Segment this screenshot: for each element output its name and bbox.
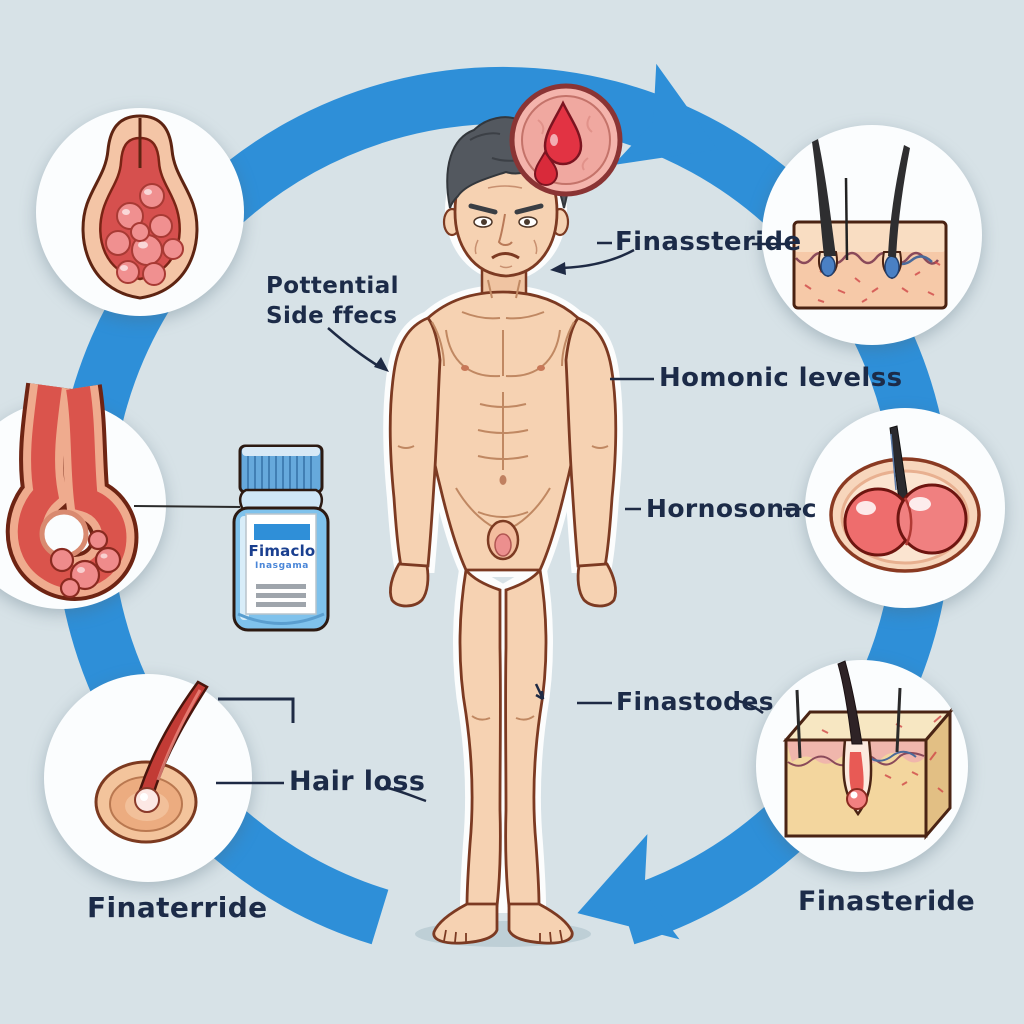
testicles-hair-bulb-icon	[829, 425, 981, 573]
elbow-bracket	[218, 697, 295, 723]
label-potential-line1: Pottential	[266, 273, 399, 299]
frown-mouth	[491, 252, 520, 260]
label-hormonosonac: Hornosonac	[646, 494, 817, 523]
arrow-potential	[327, 327, 381, 369]
leader-line-rectum	[133, 505, 241, 508]
arrow-finasteride-top	[561, 248, 635, 270]
rectum-hemorrhoids-cross-section-icon	[5, 382, 241, 601]
arrowhead-potential	[374, 357, 389, 372]
hair-follicle-icon	[94, 680, 209, 844]
label-hair-loss: Hair loss	[289, 766, 426, 797]
scalp-skin-hair-follicles-icon	[792, 139, 948, 310]
label-potential-side-effects: Pottential Side ffecs	[266, 271, 399, 332]
bottle-label-subtitle: Inasgama	[255, 561, 309, 571]
arrowhead-top-icon	[613, 63, 718, 165]
arrowhead-finasteride-top	[550, 262, 566, 275]
label-potential-line2: Side ffecs	[266, 303, 398, 330]
label-finasteride-bottom-left: Finaterride	[87, 891, 268, 924]
label-finastodes: Finastodes	[616, 687, 775, 716]
blue-circular-arrow-band	[54, 63, 952, 945]
medication-pill-bottle	[232, 444, 330, 632]
standing-man-figure	[383, 115, 623, 945]
label-hormone-levels: Homonic levelss	[659, 363, 903, 393]
label-finasteride-bottom-right: Finasteride	[798, 886, 976, 917]
label-finasteride-top: Finassteride	[615, 227, 802, 257]
blood-drops-medallion-icon	[509, 83, 623, 197]
skin-block-hair-follicle-icon	[782, 660, 954, 841]
enlarged-prostate-cross-section-icon	[81, 114, 199, 300]
bottle-label-title: Fimaclo	[248, 542, 316, 560]
arrowhead-bottom-icon	[577, 834, 680, 940]
leader-lines	[216, 241, 801, 803]
